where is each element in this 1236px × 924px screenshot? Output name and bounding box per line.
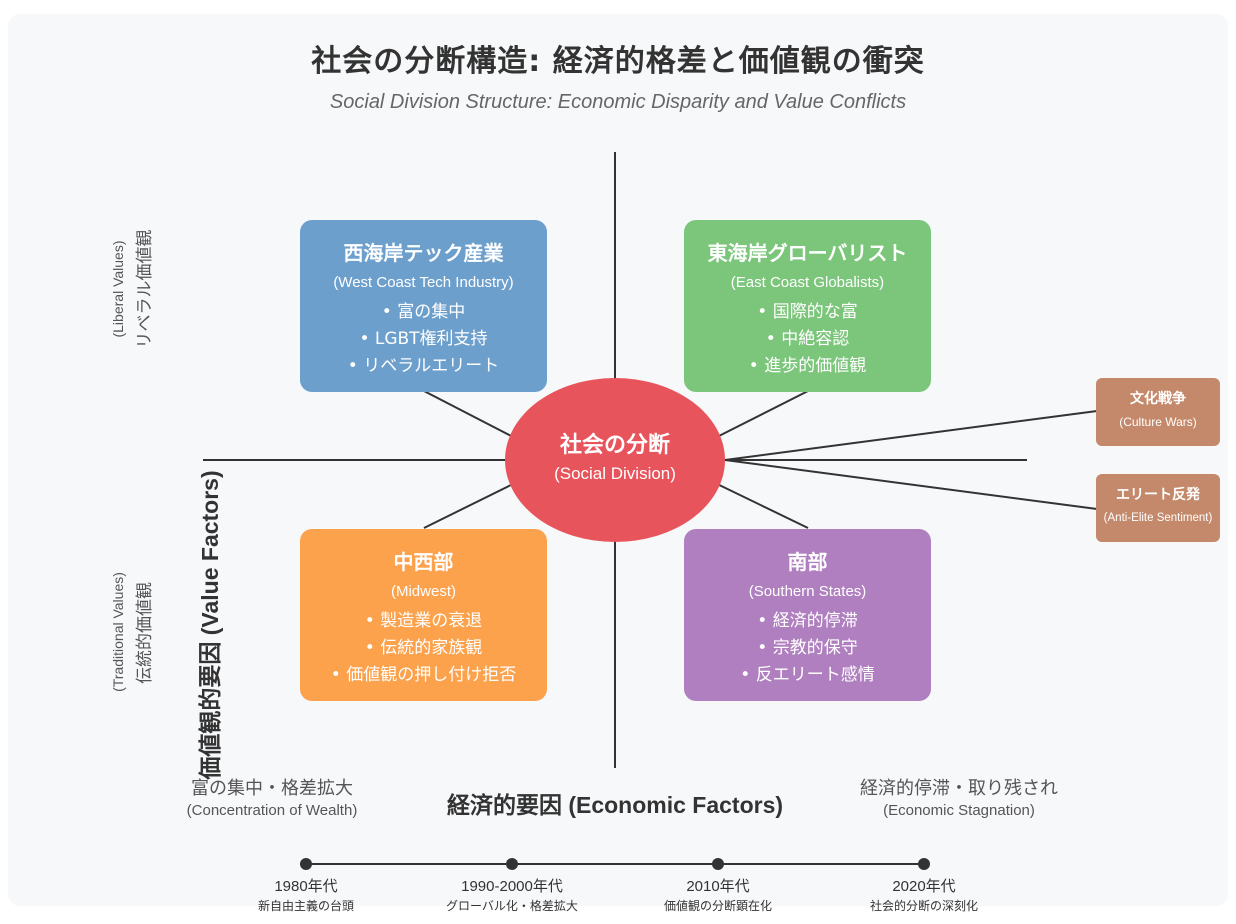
timeline-entry: 1980年代 新自由主義の台頭 — [206, 877, 406, 915]
side-factor-subtitle: (Anti-Elite Sentiment) — [1103, 512, 1213, 524]
side-factor-culture-wars: 文化戦争 (Culture Wars) — [1096, 378, 1220, 446]
quadrant-title: 西海岸テック産業 — [343, 241, 504, 265]
center-label: 社会の分断 — [559, 433, 670, 458]
quadrant-subtitle: (Southern States) — [748, 583, 867, 600]
connector-east-coast — [710, 390, 809, 441]
timeline-year: 2010年代 — [686, 878, 750, 895]
x-left-label-en: (Concentration of Wealth) — [186, 802, 358, 819]
timeline-dot — [300, 858, 312, 870]
x-left-label-jp: 富の集中・格差拡大 — [191, 778, 353, 799]
timeline-year: 1990-2000年代 — [461, 878, 563, 895]
quadrant-title: 南部 — [787, 550, 828, 574]
y-bottom-label-en: (Traditional Values) — [110, 572, 126, 692]
timeline-entry: 2010年代 価値観の分断顕在化 — [618, 877, 818, 915]
quadrant-west-coast: 西海岸テック産業 (West Coast Tech Industry) • 富の… — [300, 220, 547, 392]
quadrant-subtitle: (East Coast Globalists) — [730, 274, 885, 291]
timeline-desc: 新自由主義の台頭 — [257, 899, 354, 913]
quadrant-title: 中西部 — [393, 550, 454, 574]
center-ellipse — [505, 378, 725, 542]
timeline-dot — [506, 858, 518, 870]
y-top-label-jp: リベラル価値観 — [135, 229, 155, 349]
side-factor-anti-elite: エリート反発 (Anti-Elite Sentiment) — [1096, 474, 1220, 542]
quadrant-item: • 進歩的価値観 — [748, 356, 867, 376]
connector-west-coast — [423, 390, 520, 441]
quadrant-item: • 製造業の衰退 — [364, 611, 483, 631]
y-axis-label: 価値観的要因 (Value Factors) — [197, 470, 223, 780]
y-bottom-label-jp: 伝統的価値観 — [135, 582, 155, 684]
quadrant-item: • LGBT権利支持 — [359, 329, 488, 349]
quadrant-item: • 経済的停滞 — [757, 611, 858, 631]
page-subtitle: Social Division Structure: Economic Disp… — [329, 91, 907, 113]
quadrant-item: • リベラルエリート — [347, 356, 500, 376]
connector-midwest — [423, 480, 520, 529]
connector-anti-elite — [724, 459, 1098, 510]
page-title: 社会の分断構造: 経済的格差と価値観の衝突 — [311, 44, 925, 79]
x-right-label-en: (Economic Stagnation) — [883, 802, 1035, 819]
quadrant-subtitle: (West Coast Tech Industry) — [333, 274, 514, 291]
timeline-year: 1980年代 — [274, 878, 338, 895]
quadrant-item: • 伝統的家族観 — [364, 638, 483, 658]
quadrant-east-coast: 東海岸グローバリスト (East Coast Globalists) • 国際的… — [684, 220, 931, 392]
connector-culture-wars — [724, 410, 1098, 461]
quadrant-midwest: 中西部 (Midwest) • 製造業の衰退 • 伝統的家族観 • 価値観の押し… — [300, 529, 547, 701]
x-left-label: 富の集中・格差拡大 (Concentration of Wealth) — [167, 777, 377, 821]
timeline-year: 2020年代 — [892, 878, 956, 895]
x-right-label-jp: 経済的停滞・取り残され — [860, 778, 1058, 799]
y-top-label-en: (Liberal Values) — [110, 240, 126, 338]
timeline-entry: 2020年代 社会的分断の深刻化 — [824, 877, 1024, 915]
x-axis-label: 経済的要因 (Economic Factors) — [446, 792, 784, 818]
quadrant-item: • 反エリート感情 — [740, 665, 875, 685]
quadrant-item: • 価値観の押し付け拒否 — [330, 665, 517, 685]
side-factor-subtitle: (Culture Wars) — [1119, 415, 1197, 429]
side-factor-title: エリート反発 — [1116, 487, 1200, 503]
quadrant-title: 東海岸グローバリスト — [707, 241, 908, 265]
timeline-dot — [918, 858, 930, 870]
timeline-desc: 価値観の分断顕在化 — [663, 899, 772, 913]
quadrant-item: • 富の集中 — [381, 302, 466, 322]
timeline-desc: グローバル化・格差拡大 — [446, 899, 578, 913]
center-sublabel: (Social Division) — [554, 464, 676, 483]
quadrant-south: 南部 (Southern States) • 経済的停滞 • 宗教的保守 • 反… — [684, 529, 931, 701]
quadrant-item: • 中絶容認 — [765, 329, 850, 349]
x-right-label: 経済的停滞・取り残され (Economic Stagnation) — [844, 777, 1074, 821]
quadrant-item: • 国際的な富 — [757, 302, 858, 322]
timeline-desc: 社会的分断の深刻化 — [869, 899, 978, 913]
side-factor-title: 文化戦争 — [1130, 391, 1186, 407]
timeline-entry: 1990-2000年代 グローバル化・格差拡大 — [412, 877, 612, 915]
quadrant-subtitle: (Midwest) — [390, 583, 456, 600]
connector-south — [710, 480, 809, 529]
quadrant-item: • 宗教的保守 — [757, 638, 858, 658]
timeline-dot — [712, 858, 724, 870]
